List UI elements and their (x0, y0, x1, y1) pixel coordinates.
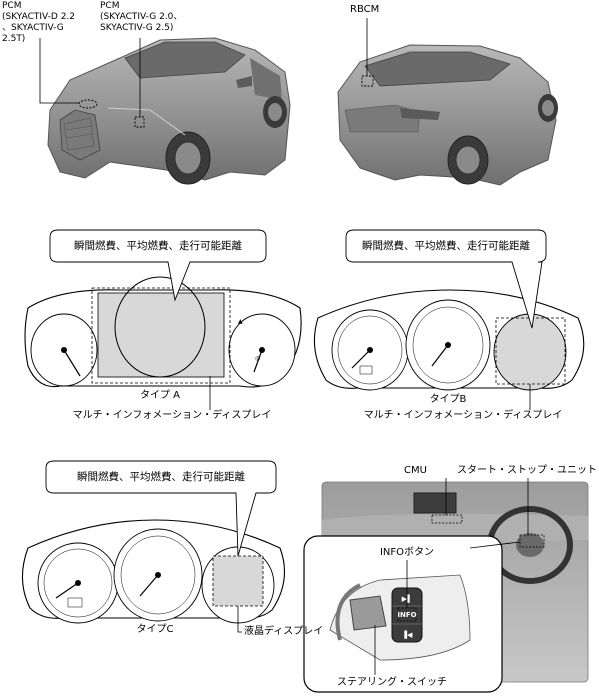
cmu-marker (431, 514, 463, 524)
svg-text:▐◀: ▐◀ (402, 630, 413, 639)
cluster-type-c (21, 519, 285, 624)
bubble-type-c (45, 460, 277, 557)
cluster-type-b (313, 289, 585, 391)
cluster-type-a: ▲ ◎ (24, 276, 302, 388)
rbcm-marker (361, 75, 374, 87)
lcd-c-leader (237, 606, 242, 633)
pcm-diesel-marker (78, 99, 98, 109)
svg-text:▲: ▲ (238, 318, 243, 325)
bubble-type-a (49, 229, 267, 302)
start-stop-unit-marker (519, 534, 545, 548)
type-a-mid-display (97, 292, 225, 378)
steering-switch-inset: ▶▌ ▐◀ (303, 535, 503, 693)
car-rear-illustration (337, 44, 558, 186)
bubble-type-b (345, 229, 547, 329)
type-b-mid-display (493, 313, 567, 391)
inset-connector (469, 541, 521, 549)
svg-text:◎: ◎ (255, 355, 260, 362)
pcm-diesel-leader (39, 38, 79, 104)
type-c-lcd-display (212, 555, 264, 607)
pcm-gasoline-marker (134, 116, 145, 128)
car-front-illustration (47, 37, 291, 185)
